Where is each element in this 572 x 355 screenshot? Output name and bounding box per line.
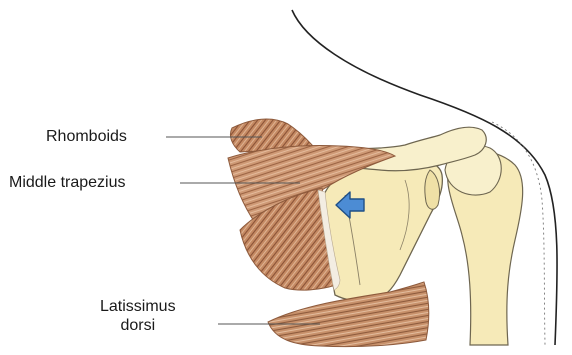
- label-rhomboids: Rhomboids: [46, 127, 127, 146]
- label-latissimus-line2: dorsi: [100, 316, 176, 335]
- label-middle-trapezius: Middle trapezius: [9, 173, 126, 192]
- label-latissimus-dorsi: Latissimus dorsi: [100, 297, 176, 335]
- label-latissimus-line1: Latissimus: [100, 297, 176, 316]
